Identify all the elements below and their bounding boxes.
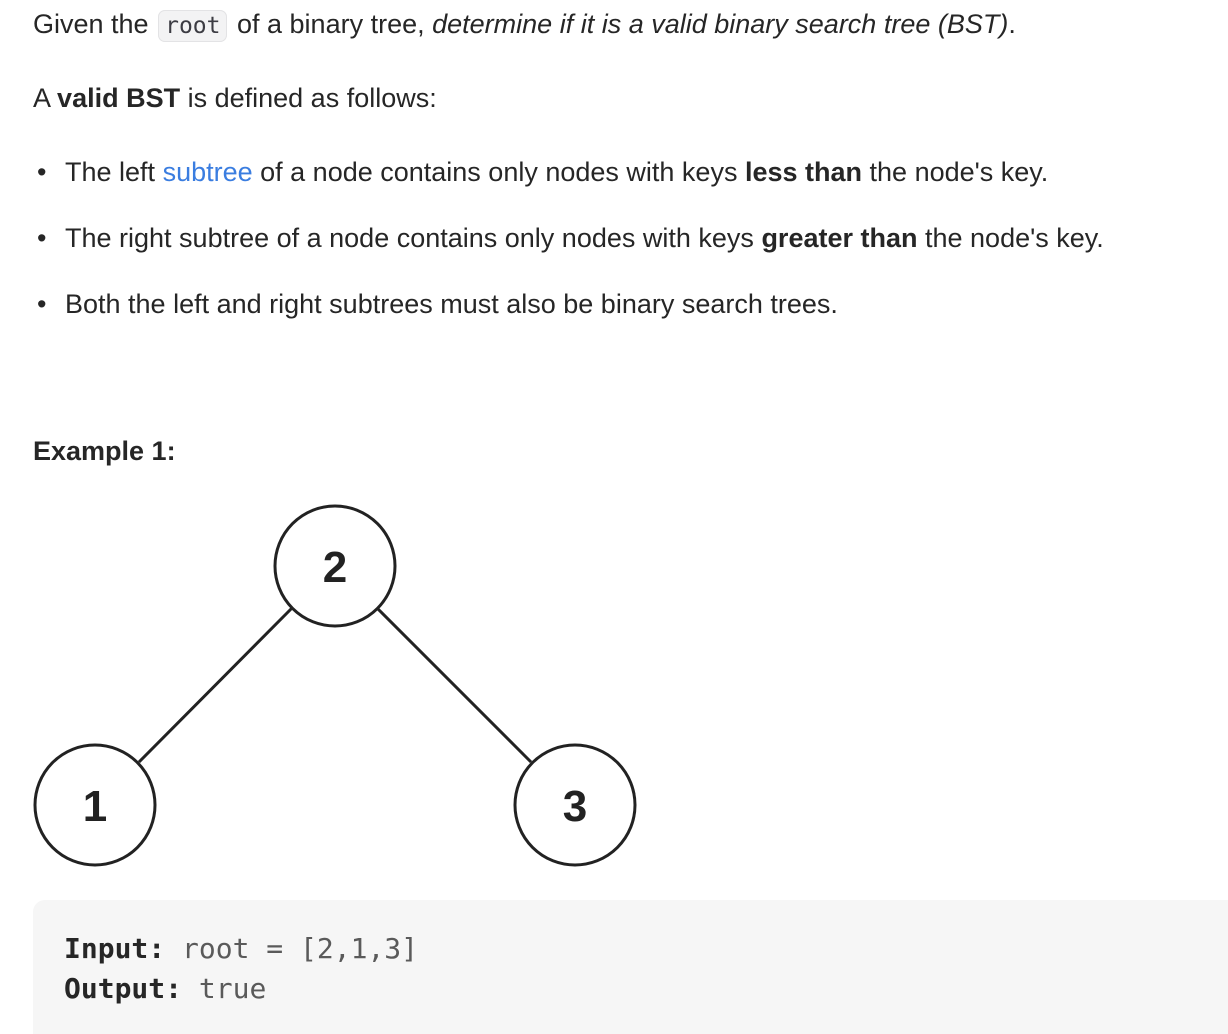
tree-node-root: 2 — [273, 504, 397, 628]
example-title: Example 1: — [33, 436, 176, 466]
svg-text:3: 3 — [563, 782, 587, 831]
output-value: true — [198, 972, 267, 1005]
subtree-link[interactable]: subtree — [162, 157, 253, 187]
bullet-icon: • — [37, 289, 47, 319]
tree-edge-right — [375, 606, 533, 764]
output-label: Output: — [64, 972, 183, 1005]
problem-statement: Given the root of a binary tree, determi… — [33, 5, 1016, 45]
rules-list: • The left subtree of a node contains on… — [33, 150, 1104, 348]
problem-emphasis: determine if it is a valid binary search… — [432, 9, 1009, 39]
tree-node-left: 1 — [33, 743, 157, 867]
input-label: Input: — [64, 932, 166, 965]
bullet-icon: • — [37, 157, 47, 187]
inline-code-root: root — [158, 10, 228, 42]
input-value: root = [2,1,3] — [182, 932, 419, 965]
svg-text:1: 1 — [83, 782, 107, 831]
definition-text: A valid BST is defined as follows: — [33, 83, 437, 113]
binary-tree-diagram: 2 1 3 — [33, 504, 637, 867]
tree-node-right: 3 — [513, 743, 637, 867]
bullet-icon: • — [37, 223, 47, 253]
example-code-block: Input: root = [2,1,3] Output: true — [33, 900, 1228, 1034]
list-item: • The right subtree of a node contains o… — [33, 216, 1104, 260]
list-item: • The left subtree of a node contains on… — [33, 150, 1104, 194]
svg-text:2: 2 — [323, 543, 347, 592]
list-item: • Both the left and right subtrees must … — [33, 282, 1104, 326]
tree-edge-left — [137, 606, 294, 764]
